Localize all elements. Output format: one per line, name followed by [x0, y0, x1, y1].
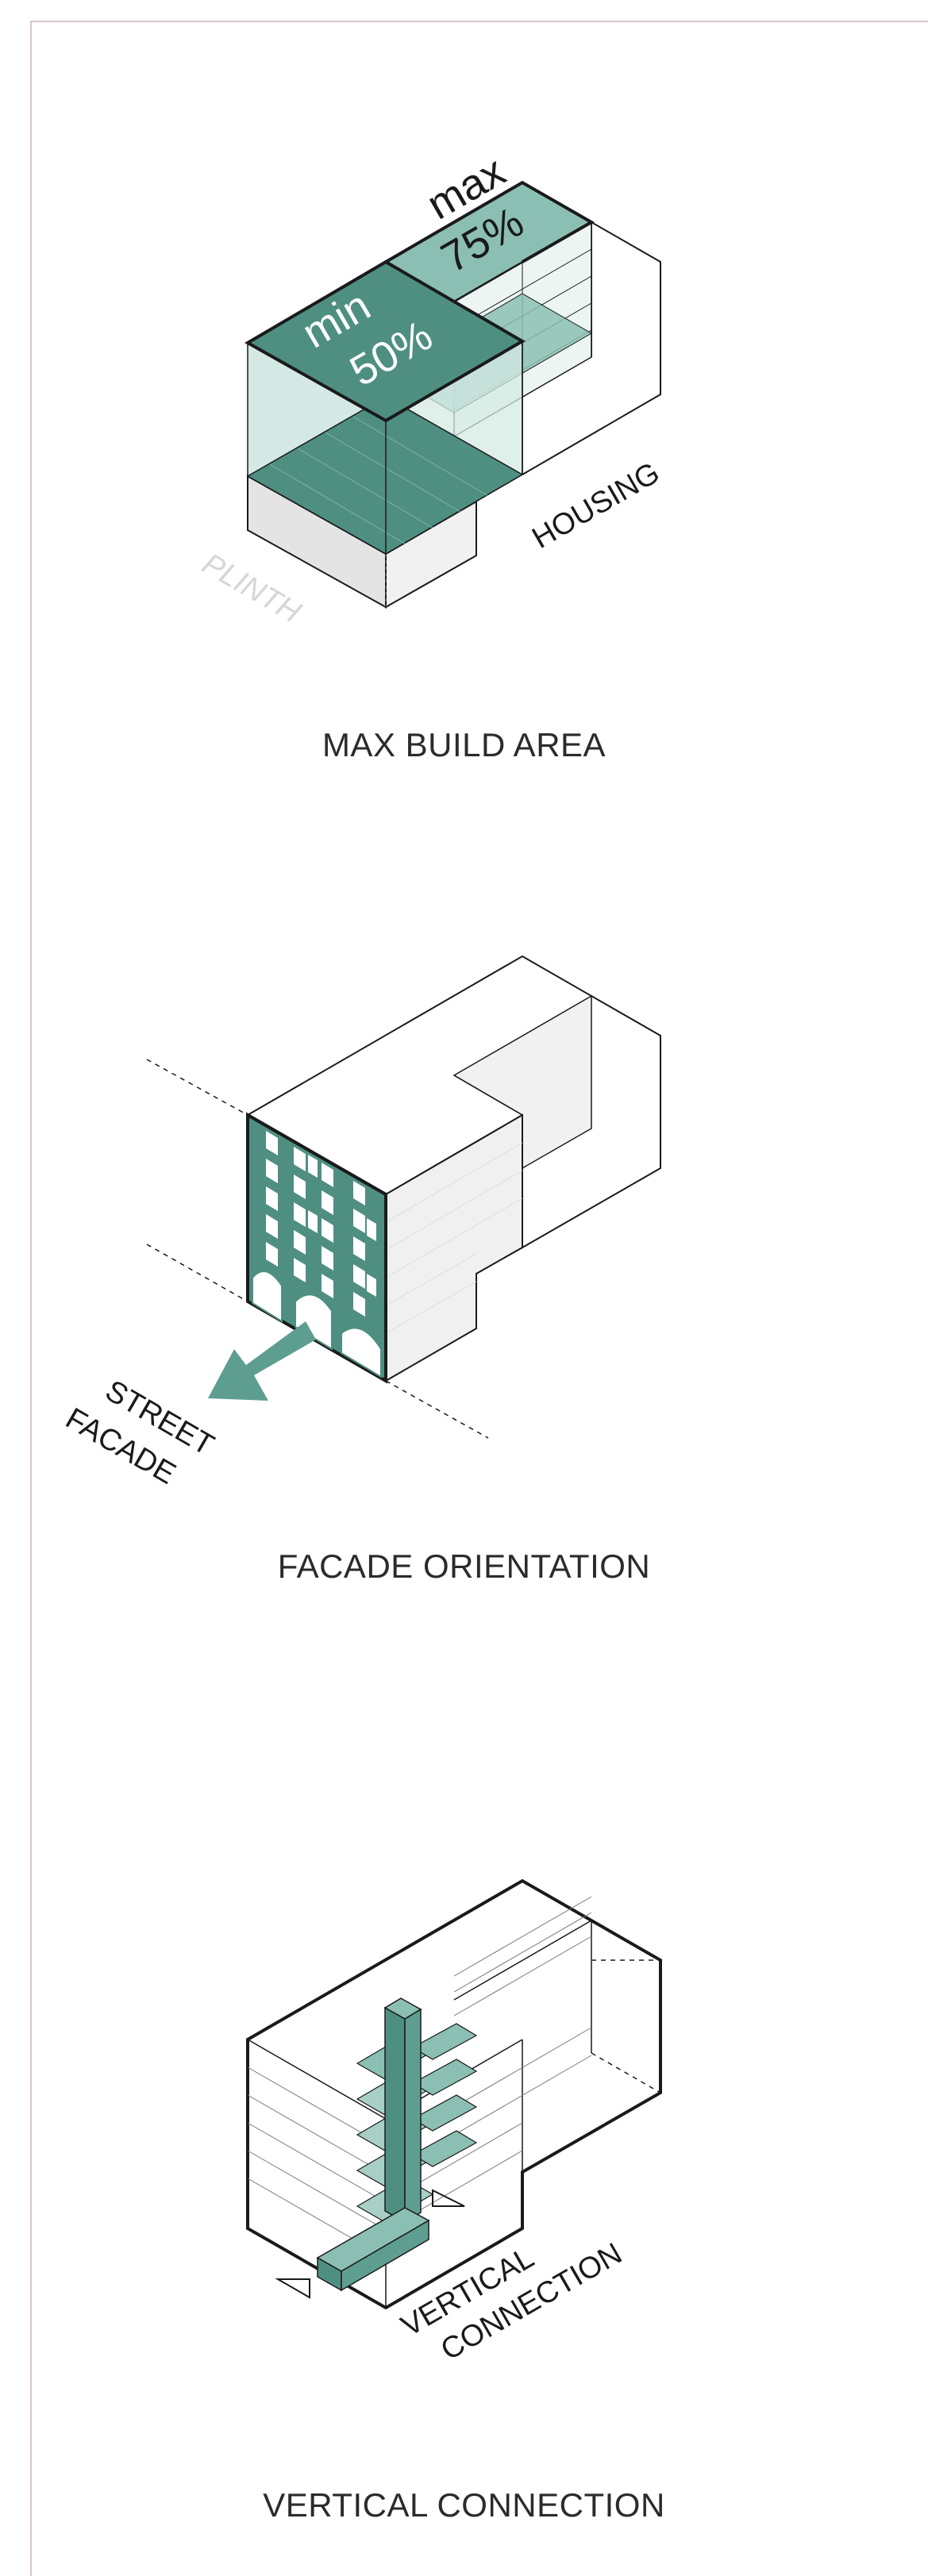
max-roof-outline	[384, 180, 595, 263]
entrance-marker-left	[275, 2278, 310, 2299]
street-guide-top	[146, 1059, 248, 1116]
panel-vertical-connection: VERTICAL CONNECTION VERTICAL CONNECTION	[0, 1619, 928, 2536]
plinth-label: PLINTH	[197, 547, 307, 629]
elevator-core-left	[384, 2006, 406, 2224]
elevator-core-right	[404, 2008, 422, 2224]
street-direction-arrow	[208, 1321, 316, 1401]
facade-windows	[266, 1131, 376, 1317]
panel-max-build-area: max 75% min 50% HOUSING PLINTH MAX BUILD…	[0, 0, 928, 794]
caption-vertical-connection: VERTICAL CONNECTION	[263, 2486, 665, 2524]
page-frame	[30, 21, 928, 2576]
facade-orientation-diagram: STREET FACADE	[60, 955, 661, 1491]
facade-arches	[252, 1271, 382, 1378]
caption-max-build-area: MAX BUILD AREA	[322, 726, 606, 763]
vertical-connection-diagram: VERTICAL CONNECTION	[246, 1878, 662, 2367]
street-guide-right	[385, 1380, 489, 1439]
street-guide-bottom	[146, 1244, 248, 1302]
panel-facade-orientation: STREET FACADE FACADE ORIENTATION	[0, 794, 928, 1619]
max-build-area-diagram: max 75% min 50% HOUSING PLINTH	[197, 147, 666, 629]
caption-facade-orientation: FACADE ORIENTATION	[277, 1548, 651, 1585]
entrance-marker-right	[432, 2189, 465, 2207]
housing-label: HOUSING	[527, 456, 666, 556]
housing-back-outline	[522, 221, 661, 475]
